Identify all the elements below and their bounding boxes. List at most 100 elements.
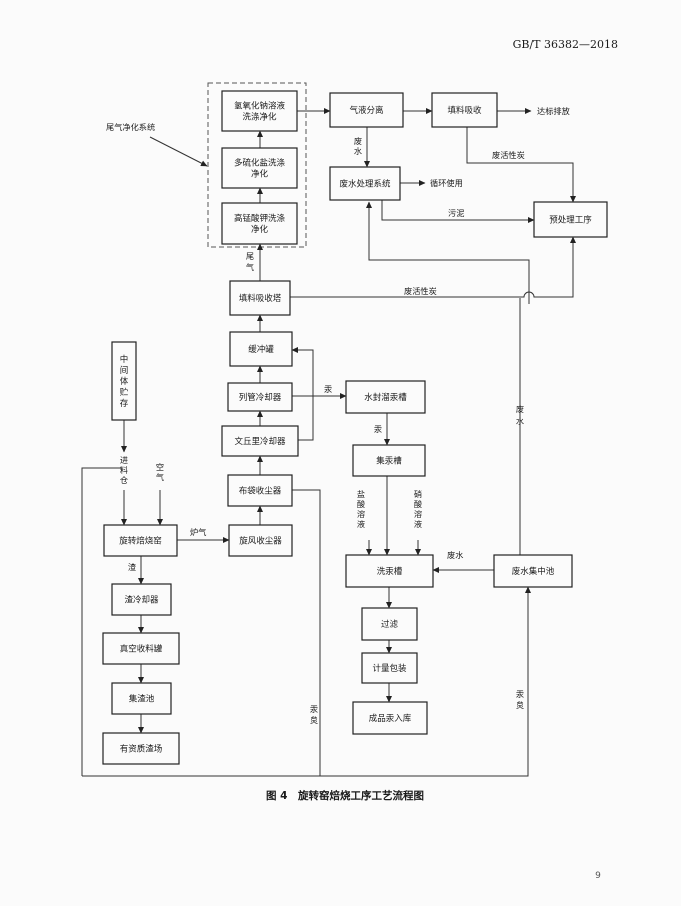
box-cyclone: 旋风收尘器: [228, 524, 293, 557]
label-mercury-b: 汞: [374, 424, 382, 434]
box-buffer-tank: 缓冲罐: [229, 331, 293, 367]
box-label: 预处理工序: [549, 215, 592, 226]
box-label: 体: [120, 376, 129, 387]
box-label: 旋风收尘器: [239, 536, 282, 547]
flow-label-text: 炱: [516, 700, 524, 710]
flow-label-text: 废活性炭: [492, 150, 525, 160]
box-packed-tower: 填料吸收塔: [229, 280, 291, 316]
box-hazardous-site: 有资质渣场: [102, 732, 180, 765]
process-boxes: 氢氧化钠溶液洗涤净化多硫化盐洗涤净化高锰酸钾洗涤净化气液分离填料吸收废水处理系统…: [102, 90, 608, 765]
box-water-seal-tank: 水封溜汞槽: [345, 380, 426, 414]
box-label: 存: [120, 398, 129, 409]
label-feed-bin: 进料仓: [120, 455, 128, 485]
flow-label-text: 炉气: [190, 527, 206, 537]
flow-label-text: 仓: [120, 475, 128, 485]
box-label: 成品汞入库: [369, 713, 412, 724]
flow-label-text: 水: [516, 416, 524, 426]
flow-label-text: 汞: [324, 384, 332, 394]
box-label: 气液分离: [349, 105, 383, 116]
box-pretreatment: 预处理工序: [533, 201, 608, 238]
label-waste-water-a: 废水: [354, 136, 362, 156]
box-label: 过滤: [381, 619, 399, 630]
flow-label-text: 进: [120, 455, 128, 465]
label-sludge: 污泥: [448, 208, 464, 218]
box-label: 贮: [120, 387, 129, 398]
box-label: 旋转焙烧窑: [119, 536, 162, 547]
label-recycle-use: 循环使用: [430, 178, 463, 188]
box-bag-filter: 布袋收尘器: [227, 474, 293, 507]
flow-label-text: 达标排放: [537, 106, 570, 116]
box-product-store: 成品汞入库: [352, 701, 428, 735]
flow-label-text: 酸: [357, 499, 365, 509]
flow-label-text: 汞: [310, 704, 318, 714]
flow-label-text: 废: [516, 404, 524, 414]
flow-lines: [81, 108, 576, 777]
box-label: 填料吸收: [447, 105, 482, 116]
box-label: 文丘里冷却器: [234, 436, 286, 447]
box-label: 布袋收尘器: [239, 486, 282, 497]
flow-label-text: 液: [414, 519, 422, 529]
box-wastewater-system: 废水处理系统: [329, 166, 401, 201]
label-waste-carbon-top: 废活性炭: [492, 150, 525, 160]
page-number: 9: [595, 871, 601, 881]
standard-code: GB/T 36382—2018: [513, 38, 618, 51]
label-mercury-soot-b: 汞炱: [516, 689, 524, 710]
box-slag-pool: 集渣池: [111, 682, 172, 715]
label-waste-water-c: 废水: [447, 550, 463, 560]
box-weighing-pack: 计量包装: [361, 652, 418, 684]
flow-label-text: 废: [354, 136, 362, 146]
flow-label-text: 汞: [516, 689, 524, 699]
box-label: 净化: [251, 224, 269, 235]
flow-labels: 达标排放循环使用废活性炭污泥废活性炭废水废水尾气进料仓空气炉气渣汞汞盐酸溶液硝酸…: [120, 106, 570, 725]
flow-label-text: 溶: [357, 509, 365, 519]
box-label: 真空收料罐: [120, 644, 163, 655]
box-mercury-collect: 集汞槽: [352, 444, 426, 477]
box-mercury-wash: 洗汞槽: [345, 554, 434, 588]
flow-label-text: 溶: [414, 509, 422, 519]
box-label: 废水集中池: [512, 566, 555, 577]
flow-label-text: 废水: [447, 550, 463, 560]
label-tail-gas: 尾气: [246, 251, 254, 272]
box-packed-absorb-top: 填料吸收: [431, 92, 498, 128]
flow-label-text: 酸: [414, 499, 422, 509]
box-label: 中: [120, 354, 129, 365]
box-label: 废水处理系统: [339, 179, 391, 190]
flow-label-text: 盐: [357, 489, 365, 499]
tail-gas-system-boundary: [207, 82, 307, 248]
box-venturi-cooler: 文丘里冷却器: [221, 425, 299, 457]
box-label: 洗汞槽: [377, 566, 403, 577]
box-rotary-kiln: 旋转焙烧窑: [103, 524, 178, 557]
flow-label-text: 炱: [310, 715, 318, 725]
flow-label-text: 渣: [128, 562, 136, 572]
box-label: 有资质渣场: [120, 744, 163, 755]
box-gas-liquid-sep: 气液分离: [329, 92, 404, 128]
flow-label-text: 气: [156, 472, 164, 482]
box-label: 间: [120, 366, 129, 376]
box-label: 氢氧化钠溶液: [234, 101, 286, 112]
box-label: 渣冷却器: [124, 595, 159, 606]
box-label: 高锰酸钾洗涤: [234, 213, 286, 224]
flow-label-text: 气: [246, 262, 254, 272]
label-slag: 渣: [128, 562, 136, 572]
flow-label-text: 污泥: [448, 208, 464, 218]
label-air: 空气: [156, 462, 164, 482]
box-tube-cooler: 列管冷却器: [227, 382, 293, 412]
box-label: 填料吸收塔: [239, 293, 282, 304]
flow-label-text: 液: [357, 519, 365, 529]
figure-caption: 图 4 旋转窑焙烧工序工艺流程图: [266, 789, 424, 802]
box-label: 计量包装: [372, 663, 407, 674]
box-label: 缓冲罐: [248, 344, 274, 355]
flow-label-text: 汞: [374, 424, 382, 434]
label-mercury-soot-a: 汞炱: [310, 704, 318, 725]
box-label: 水封溜汞槽: [364, 392, 407, 403]
box-wastewater-pool: 废水集中池: [493, 554, 573, 588]
flow-label-text: 硝: [414, 489, 422, 499]
box-label: 列管冷却器: [239, 392, 282, 403]
label-waste-water-b: 废水: [516, 404, 524, 426]
